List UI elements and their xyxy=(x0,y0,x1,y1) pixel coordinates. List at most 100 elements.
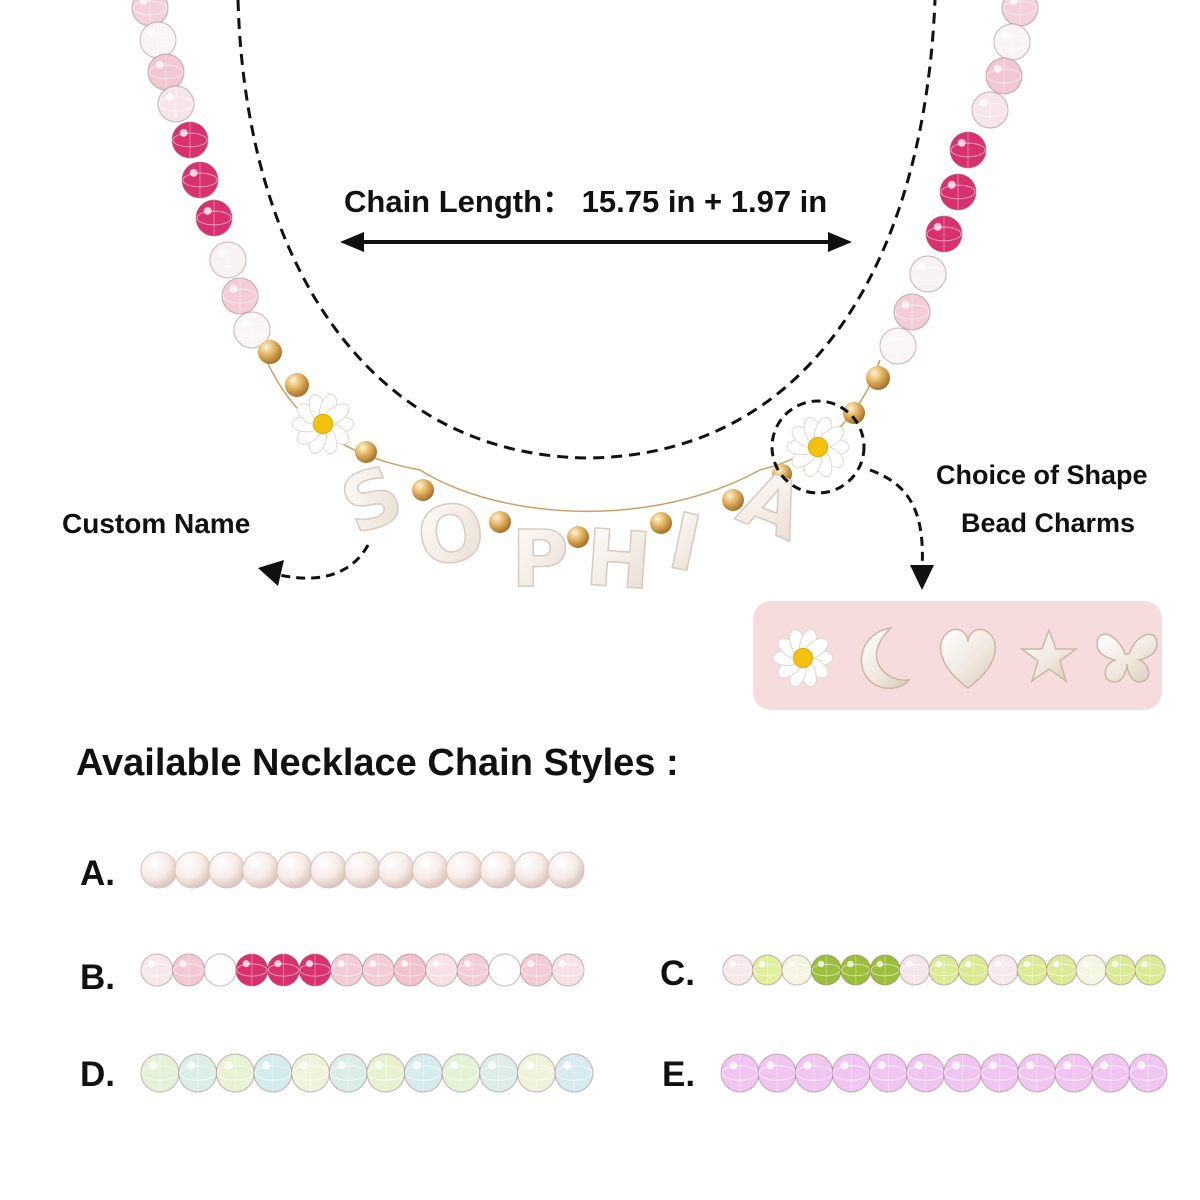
gold-spacer-bead xyxy=(258,340,282,364)
name-letter-bead: I xyxy=(661,497,708,591)
custom-name-arrowhead xyxy=(258,560,284,586)
crystal-bead xyxy=(1091,1053,1131,1093)
crystal-bead xyxy=(519,953,553,987)
right-strand-bead xyxy=(909,255,947,293)
crystal-bead xyxy=(215,1053,255,1093)
gold-spacer-bead xyxy=(489,511,511,533)
crystal-bead xyxy=(235,953,269,987)
name-letter-bead: A xyxy=(727,453,817,559)
daisy-charm-left xyxy=(291,393,355,455)
pearl-bead xyxy=(276,851,314,889)
crystal-bead xyxy=(868,1053,908,1093)
crystal-bead xyxy=(1017,1053,1057,1093)
crystal-bead xyxy=(1054,1053,1094,1093)
crystal-bead xyxy=(140,1053,180,1093)
chain-style-d-beads[interactable] xyxy=(140,1053,594,1093)
pearl-bead xyxy=(174,851,212,889)
crystal-bead xyxy=(330,953,364,987)
pearl-bead xyxy=(344,851,381,889)
crystal-bead xyxy=(720,1053,760,1093)
crystal-bead xyxy=(393,953,427,987)
crystal-bead xyxy=(403,1053,444,1093)
crystal-bead xyxy=(898,954,931,986)
crystal-bead xyxy=(1016,954,1048,986)
custom-name-arrow xyxy=(267,544,370,580)
chain-length-prefix: Chain Length： xyxy=(344,184,574,219)
neck-outline xyxy=(236,0,937,460)
right-strand-bead xyxy=(993,23,1031,61)
pearl-bead xyxy=(445,851,483,889)
crystal-bead xyxy=(1104,954,1137,986)
chain-length-value: 15.75 in + 1.97 in xyxy=(581,184,828,219)
charm-arrowhead xyxy=(910,565,934,590)
star-icon[interactable] xyxy=(1019,627,1079,683)
chain-style-b-beads[interactable] xyxy=(140,953,585,987)
custom-name-label: Custom Name xyxy=(62,508,251,539)
name-letter-bead: O xyxy=(411,485,492,585)
chain-styles-title: Available Necklace Chain Styles : xyxy=(76,742,679,784)
crystal-bead xyxy=(290,1053,331,1093)
daisy-icon[interactable] xyxy=(772,627,834,689)
chain-style-c-beads[interactable] xyxy=(722,954,1166,986)
crystal-bead xyxy=(266,953,301,987)
pearl-bead xyxy=(513,851,551,889)
charm-choice-label-line2: Bead Charms xyxy=(961,508,1136,538)
pearl-bead xyxy=(242,851,280,889)
style-option-e-label[interactable]: E. xyxy=(662,1055,696,1094)
crystal-bead xyxy=(172,953,206,987)
style-option-d-label[interactable]: D. xyxy=(80,1055,115,1094)
name-letter-bead: H xyxy=(583,513,654,607)
crystal-bead xyxy=(178,1053,218,1093)
gold-spacer-bead xyxy=(866,366,890,390)
charm-arrow xyxy=(869,468,924,571)
gold-spacer-bead xyxy=(412,479,434,501)
crystal-bead xyxy=(757,1053,797,1093)
crystal-bead xyxy=(751,954,784,986)
crystal-bead xyxy=(366,1053,406,1093)
right-strand-bead xyxy=(879,327,917,365)
crystal-bead xyxy=(203,953,237,987)
style-option-a-label[interactable]: A. xyxy=(80,854,115,893)
left-strand-bead xyxy=(157,85,195,123)
crystal-bead xyxy=(488,953,522,987)
pearl-bead xyxy=(377,851,415,889)
crystal-bead xyxy=(957,954,990,986)
crystal-bead xyxy=(551,953,585,987)
crystal-bead xyxy=(328,1053,368,1093)
name-letter-bead: S xyxy=(329,449,415,553)
charm-choice-label-line1: Choice of Shape xyxy=(936,460,1148,490)
gold-spacer-bead xyxy=(285,373,309,397)
right-strand-bead xyxy=(925,215,963,253)
moon-icon[interactable] xyxy=(860,626,911,689)
left-strand-bead xyxy=(221,277,259,315)
length-arrow xyxy=(340,232,852,252)
heart-icon[interactable] xyxy=(939,628,997,689)
left-strand-bead xyxy=(233,311,271,349)
pearl-bead xyxy=(479,851,517,889)
gold-spacer-bead xyxy=(843,402,865,424)
daisy-charm-right xyxy=(786,416,850,478)
style-option-c-label[interactable]: C. xyxy=(660,954,695,993)
pearl-bead xyxy=(310,851,348,889)
left-strand-bead xyxy=(147,53,185,91)
chain-style-a-beads[interactable] xyxy=(140,851,585,889)
crystal-bead xyxy=(722,954,754,986)
crystal-bead xyxy=(298,953,332,987)
crystal-bead xyxy=(831,1053,871,1093)
gold-spacer-bead xyxy=(722,489,744,511)
style-option-b-label[interactable]: B. xyxy=(80,958,115,997)
butterfly-icon[interactable] xyxy=(1096,633,1158,683)
crystal-bead xyxy=(516,1053,556,1093)
crystal-bead xyxy=(1046,954,1078,986)
right-strand-bead xyxy=(985,57,1023,95)
pearl-bead xyxy=(208,851,246,889)
crystal-bead xyxy=(928,954,960,986)
crystal-bead xyxy=(479,1053,519,1093)
right-strand-bead xyxy=(1001,0,1039,27)
crystal-bead xyxy=(424,953,459,987)
crystal-bead xyxy=(1128,1053,1168,1093)
crystal-bead xyxy=(980,1053,1020,1093)
chain-style-e-beads[interactable] xyxy=(720,1053,1168,1093)
